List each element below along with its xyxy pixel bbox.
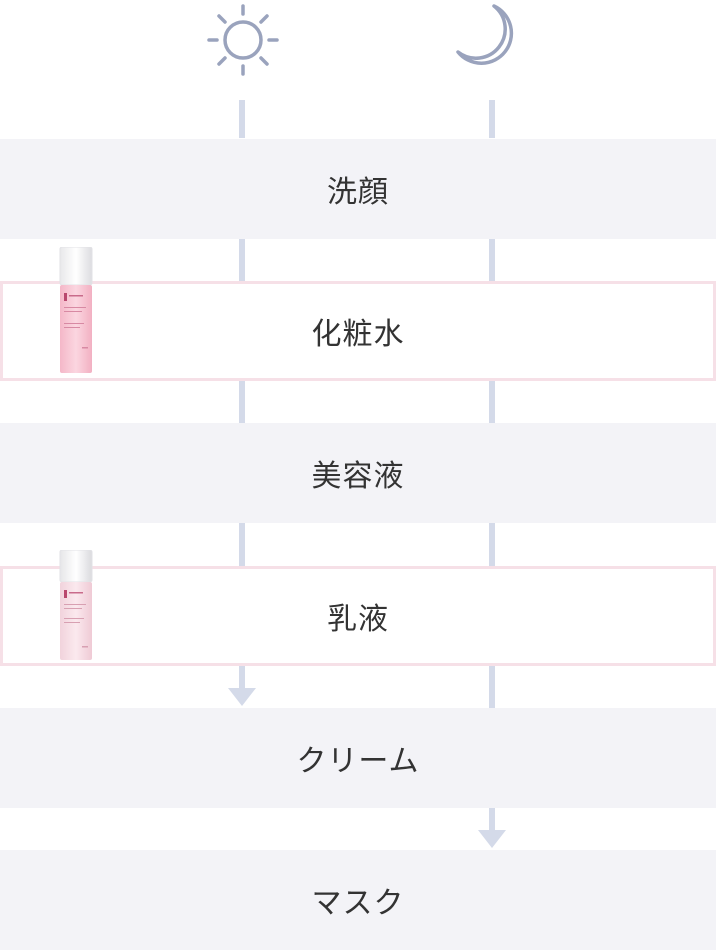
day-arrow-icon (228, 688, 256, 706)
night-connector (489, 808, 495, 832)
step-serum: 美容液 (0, 423, 716, 523)
emulsion-bottle-image (59, 550, 93, 660)
day-connector (239, 523, 245, 566)
night-connector (489, 239, 495, 282)
moon-icon (456, 4, 514, 65)
step-label: 洗顔 (327, 175, 389, 210)
step-cleanser: 洗顔 (0, 139, 716, 239)
night-connector (489, 100, 495, 138)
night-connector (489, 523, 495, 566)
step-mask: マスク (0, 850, 716, 950)
sun-icon (207, 4, 279, 76)
night-connector (489, 664, 495, 708)
step-cream: クリーム (0, 708, 716, 808)
step-label: クリーム (296, 744, 420, 779)
step-label: 乳液 (327, 602, 389, 637)
day-connector (239, 239, 245, 282)
lotion-bottle-image (59, 247, 93, 373)
night-arrow-icon (478, 830, 506, 848)
day-connector (239, 664, 245, 690)
day-connector (239, 380, 245, 423)
step-lotion: 化粧水 (0, 281, 716, 381)
step-label: 化粧水 (311, 317, 405, 352)
day-connector (239, 100, 245, 138)
step-label: 美容液 (311, 459, 405, 494)
step-emulsion: 乳液 (0, 566, 716, 666)
night-connector (489, 380, 495, 423)
step-label: マスク (311, 886, 405, 921)
